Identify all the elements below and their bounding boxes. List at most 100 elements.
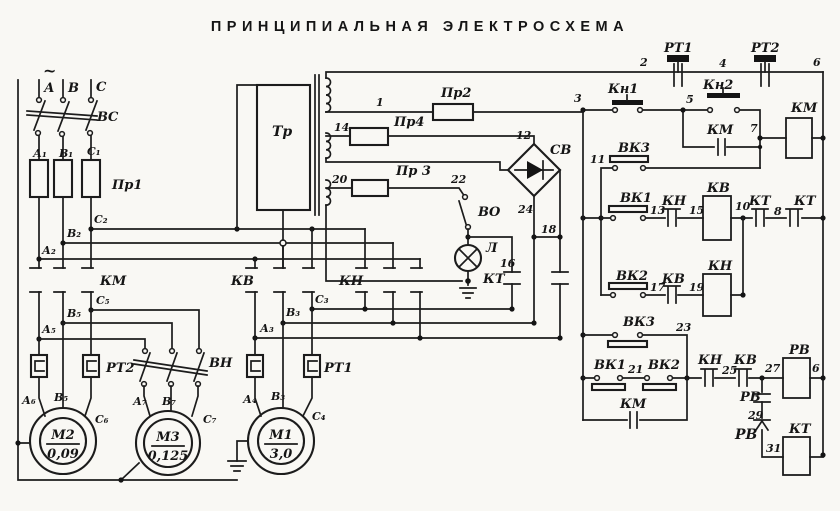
rectifier-label: СВ	[550, 143, 571, 158]
terminal-b2: В₂	[66, 227, 81, 240]
terminal-c7: С₇	[203, 413, 217, 426]
km-main-label: КМ	[99, 274, 127, 289]
phase-a-label: А	[43, 81, 55, 96]
vk1-bot-label: ВК1	[593, 358, 626, 373]
terminal-14: 14	[334, 121, 349, 134]
frame-ground-wiring	[15, 79, 249, 483]
terminal-b4: В₃	[270, 390, 285, 403]
kn-nc2-label: КН	[697, 353, 723, 368]
control-supply-line: 2 РТ1 4 РТ2 6	[639, 41, 824, 456]
terminal-7: 7	[750, 122, 758, 135]
fuse-pr3-line: 20 Пр 3	[325, 164, 465, 198]
rv-nc-label: РВ	[739, 390, 761, 405]
kv-coil-label: КВ	[706, 181, 730, 196]
terminal-c2: С₂	[94, 213, 108, 226]
fuse-pr3-label: Пр 3	[395, 164, 431, 179]
terminal-2: 2	[639, 56, 648, 69]
kt-coil-branch: РВ 29 РВ 31 КТ	[734, 377, 826, 476]
secondary-winding-3	[325, 179, 332, 207]
terminal-c5: С₅	[96, 294, 110, 307]
vk3-bot-label: ВК3	[622, 315, 655, 330]
terminal-a3: А₃	[259, 322, 274, 335]
terminal-8: 8	[774, 205, 782, 218]
kn-nc-label: КН	[661, 194, 687, 209]
terminal-a1: А₁	[32, 147, 47, 160]
fuse-pr4-line: 14 Пр4	[325, 115, 535, 171]
terminal-6b: 6	[812, 362, 820, 375]
kt-nc1-label: КТ	[748, 194, 772, 209]
ac-tilde: ~	[43, 61, 56, 80]
kv-coil	[702, 195, 732, 241]
terminal-13: 13	[650, 204, 666, 217]
ground-icon	[227, 460, 247, 472]
terminal-c4: С₄	[312, 410, 326, 423]
vk2-mid-label: ВК2	[615, 269, 648, 284]
terminal-15: 15	[689, 204, 704, 217]
terminal-b6: В₅	[53, 391, 68, 404]
km-start-stop-row: 3 Кн1 5 Кн2 КМ 7 КМ	[574, 78, 826, 169]
vk2-bot-label: ВК2	[647, 358, 680, 373]
vk3-11-row: 11 ВК3	[580, 141, 761, 296]
lamp-ground-icon	[459, 287, 477, 299]
kt-coil-label: КТ	[788, 422, 812, 437]
terminal-12: 12	[516, 129, 532, 142]
vk3-23-row: ВК3 23	[582, 315, 692, 379]
rectifier-sv: 12 СВ 24 18	[506, 129, 571, 341]
motor-m1-name: М1	[268, 428, 292, 443]
terminal-b1: В₁	[58, 147, 73, 160]
kt-lamp-label: КТ	[482, 272, 506, 287]
terminal-5: 5	[686, 93, 694, 106]
terminal-a2: А₂	[41, 244, 56, 257]
km-aux-label: КМ	[706, 123, 734, 138]
terminal-a5: А₅	[41, 323, 56, 336]
switch-vn: ВН	[133, 347, 233, 418]
vn-label: ВН	[208, 356, 233, 371]
motor-m2-power: 0,09	[47, 447, 79, 462]
terminal-a4: А₄	[242, 393, 257, 406]
terminal-22: 22	[450, 173, 467, 186]
phase-c-label: С	[96, 80, 107, 95]
km-no-label: КМ	[619, 397, 647, 412]
km-coil	[785, 117, 813, 159]
rt1-contact-label: РТ1	[663, 41, 693, 56]
terminal-24: 24	[517, 203, 533, 216]
transformer-core	[314, 74, 320, 216]
rv-coil	[782, 357, 811, 399]
vo-blade	[457, 199, 468, 226]
fuse-pr2-label: Пр2	[440, 86, 471, 101]
terminal-16: 16	[500, 257, 516, 270]
secondary-winding-1	[325, 77, 332, 113]
terminal-21: 21	[627, 363, 643, 376]
thermal-rt1-and-m1-feed: РТ1 С₃ В₃ А₃	[245, 293, 561, 418]
terminal-25: 25	[721, 364, 737, 377]
fuse-bank-pr1: Пр1	[28, 158, 142, 269]
terminal-31: 31	[766, 442, 781, 455]
switch-vs-label: ВС	[96, 110, 119, 125]
terminal-10: 10	[735, 200, 751, 213]
kv-nc2-label: КВ	[733, 353, 757, 368]
terminal-a7: А₇	[132, 395, 147, 408]
rt2-contact-label: РТ2	[750, 41, 780, 56]
terminal-18: 18	[541, 223, 557, 236]
terminal-27: 27	[764, 362, 781, 375]
terminal-b3: В₃	[285, 306, 300, 319]
kn-coil	[702, 273, 732, 317]
terminal-b5: В₅	[66, 307, 81, 320]
motor-m1: М1 3,0 А₄ В₃ С₄	[242, 390, 326, 476]
terminal-c6: С₆	[95, 413, 109, 426]
kv-main-label: КВ	[230, 274, 254, 289]
terminal-c1: С₁	[87, 145, 101, 158]
motor-m2: М2 0,09 А₆ В₅ С₆	[21, 391, 109, 476]
transformer-tr: Тр	[236, 74, 332, 269]
motor-m1-power: 3,0	[270, 447, 293, 462]
kn1-label: Кн1	[607, 82, 638, 97]
km-no-row: КМ	[582, 377, 688, 429]
control-left-rail	[580, 109, 586, 421]
kn-coil-label: КН	[707, 259, 733, 274]
transformer-label: Тр	[272, 124, 292, 140]
terminal-17: 17	[650, 281, 666, 294]
power-input-switch-vs: ~ А В С ВС А₁ В₁ С₁	[26, 61, 119, 161]
terminal-20: 20	[331, 173, 348, 186]
